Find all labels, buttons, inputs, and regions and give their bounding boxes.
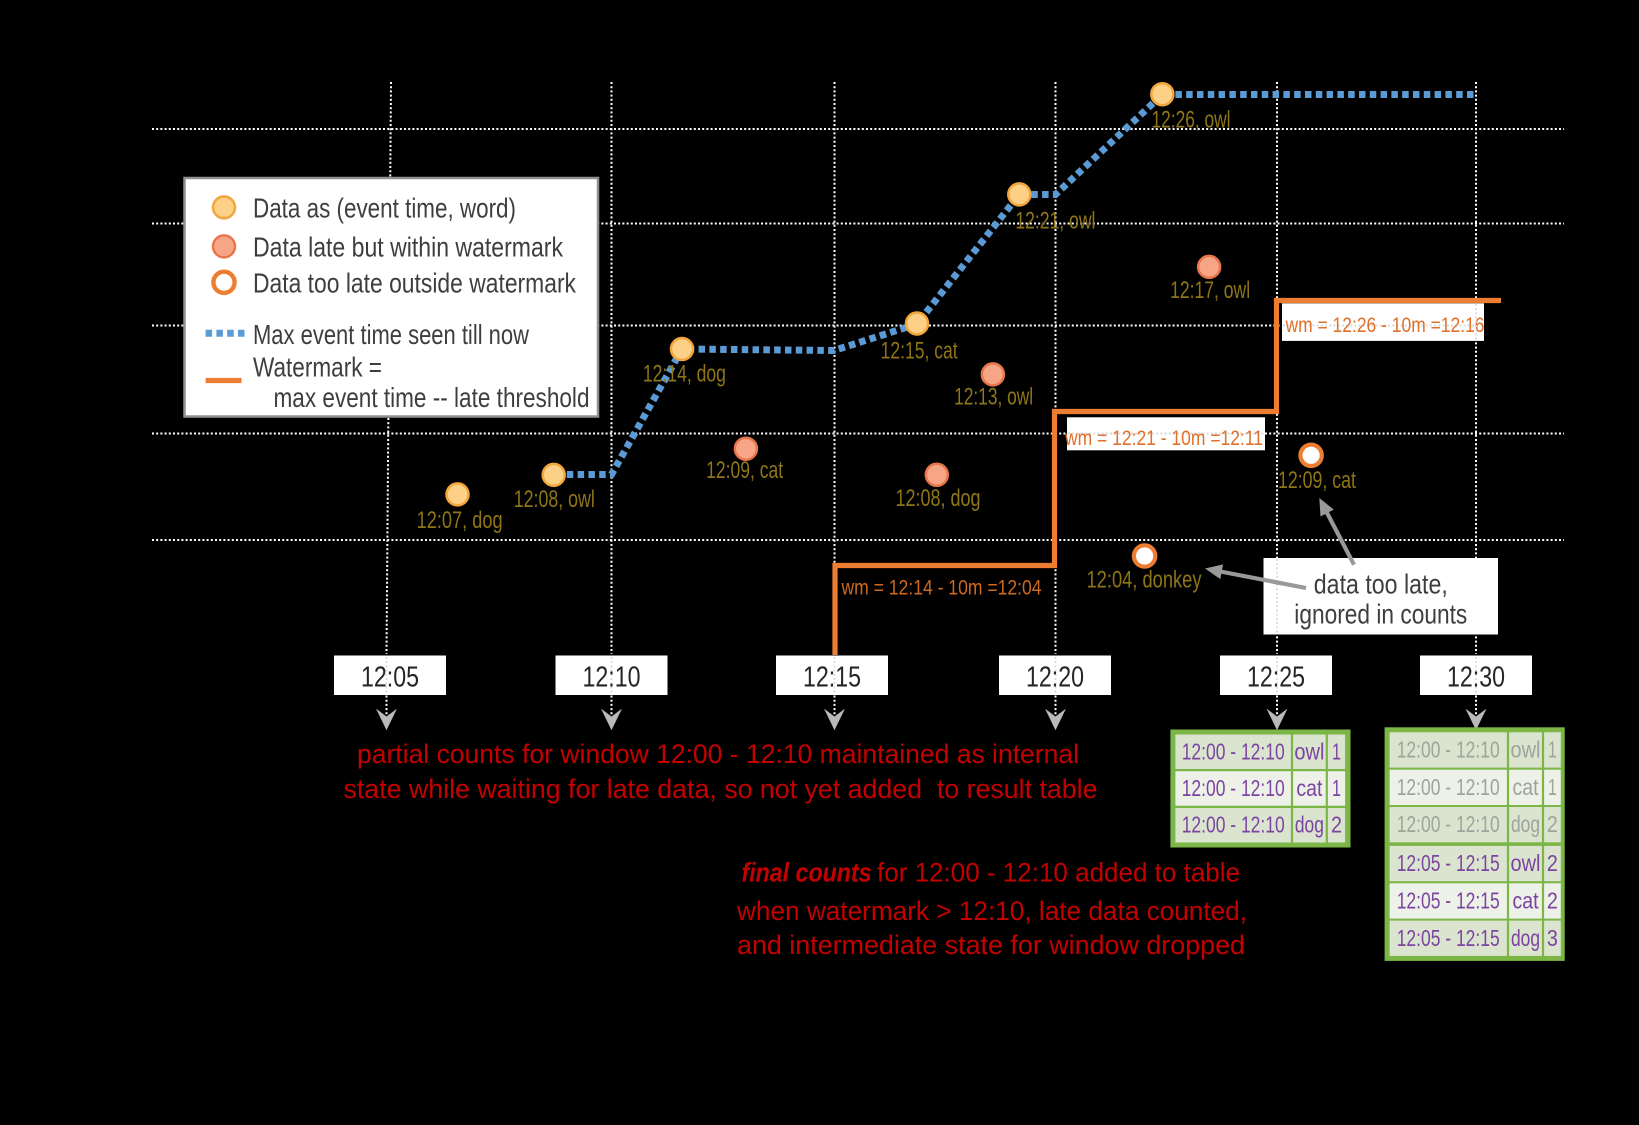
svg-text:owl: owl — [1511, 736, 1541, 762]
svg-text:12:30: 12:30 — [1447, 662, 1505, 694]
svg-text:12:05 - 12:15: 12:05 - 12:15 — [1397, 887, 1500, 913]
svg-text:12:14, dog: 12:14, dog — [643, 361, 726, 388]
svg-text:1: 1 — [1548, 736, 1557, 762]
svg-text:Max event time seen till now: Max event time seen till now — [253, 319, 530, 350]
svg-text:dog: dog — [1295, 812, 1324, 838]
svg-text:2: 2 — [1547, 887, 1558, 913]
svg-text:12:00 - 12:10: 12:00 - 12:10 — [1182, 775, 1285, 801]
svg-text:12:05 - 12:15: 12:05 - 12:15 — [1397, 925, 1500, 951]
svg-text:2: 2 — [1547, 811, 1558, 837]
svg-text:owl: owl — [1294, 738, 1324, 764]
svg-text:data too late,: data too late, — [1314, 569, 1448, 600]
svg-text:max event time -- late thresho: max event time -- late threshold — [274, 382, 590, 413]
svg-text:Watermark =: Watermark = — [253, 352, 382, 383]
svg-text:2: 2 — [1547, 850, 1558, 876]
svg-text:1: 1 — [1332, 775, 1341, 801]
svg-text:12:25: 12:25 — [1247, 662, 1305, 694]
svg-text:dog: dog — [1511, 811, 1540, 837]
svg-text:1: 1 — [1548, 774, 1557, 800]
svg-text:for 12:00 - 12:10 added to tab: for 12:00 - 12:10 added to table — [877, 858, 1240, 888]
svg-text:final counts: final counts — [742, 858, 872, 888]
svg-text:cat: cat — [1513, 774, 1540, 800]
svg-text:12:09, cat: 12:09, cat — [706, 457, 783, 484]
svg-text:Data too late outside watermar: Data too late outside watermark — [253, 267, 577, 298]
svg-text:12:21, owl: 12:21, owl — [1015, 208, 1095, 235]
svg-text:1: 1 — [1332, 738, 1341, 764]
svg-text:cat: cat — [1296, 775, 1323, 801]
svg-text:ignored in counts: ignored in counts — [1294, 599, 1467, 630]
svg-text:12:15: 12:15 — [803, 662, 861, 694]
svg-text:when watermark > 12:10, late d: when watermark > 12:10, late data counte… — [736, 896, 1247, 926]
svg-text:12:08, owl: 12:08, owl — [514, 486, 595, 513]
svg-text:2: 2 — [1331, 812, 1342, 838]
svg-text:Data as (event time, word): Data as (event time, word) — [253, 193, 516, 224]
svg-text:12:00 - 12:10: 12:00 - 12:10 — [1182, 738, 1285, 764]
svg-text:wm = 12:21 - 10m =12:11: wm = 12:21 - 10m =12:11 — [1064, 427, 1263, 450]
svg-text:12:00 - 12:10: 12:00 - 12:10 — [1397, 811, 1500, 837]
svg-text:12:13, owl: 12:13, owl — [954, 384, 1033, 411]
svg-text:Data late but within watermark: Data late but within watermark — [253, 232, 564, 263]
svg-text:state while waiting for late d: state while waiting for late data, so no… — [344, 774, 1098, 804]
svg-text:dog: dog — [1511, 925, 1540, 951]
svg-text:12:26, owl: 12:26, owl — [1152, 107, 1231, 134]
svg-text:12:08, dog: 12:08, dog — [896, 485, 981, 512]
svg-text:12:17, owl: 12:17, owl — [1170, 277, 1250, 304]
svg-text:12:05 - 12:15: 12:05 - 12:15 — [1397, 850, 1500, 876]
svg-text:12:09, cat: 12:09, cat — [1278, 467, 1356, 494]
svg-text:partial counts for window 12:0: partial counts for window 12:00 - 12:10 … — [357, 739, 1079, 769]
svg-text:owl: owl — [1511, 850, 1541, 876]
svg-text:wm = 12:14 - 10m =12:04: wm = 12:14 - 10m =12:04 — [841, 577, 1042, 600]
svg-text:12:00 - 12:10: 12:00 - 12:10 — [1397, 774, 1500, 800]
svg-text:12:20: 12:20 — [1026, 662, 1084, 694]
svg-text:wm = 12:26 - 10m =12:16: wm = 12:26 - 10m =12:16 — [1285, 314, 1485, 337]
svg-text:cat: cat — [1513, 887, 1540, 913]
svg-text:12:00 - 12:10: 12:00 - 12:10 — [1397, 736, 1500, 762]
svg-text:12:10: 12:10 — [583, 662, 641, 694]
svg-text:12:07, dog: 12:07, dog — [417, 507, 503, 534]
svg-text:3: 3 — [1547, 925, 1558, 951]
svg-text:12:05: 12:05 — [361, 662, 419, 694]
svg-text:and intermediate state for win: and intermediate state for window droppe… — [737, 930, 1245, 960]
svg-text:12:15, cat: 12:15, cat — [881, 337, 958, 364]
svg-text:12:04, donkey: 12:04, donkey — [1087, 567, 1202, 594]
svg-text:12:00 - 12:10: 12:00 - 12:10 — [1182, 812, 1285, 838]
